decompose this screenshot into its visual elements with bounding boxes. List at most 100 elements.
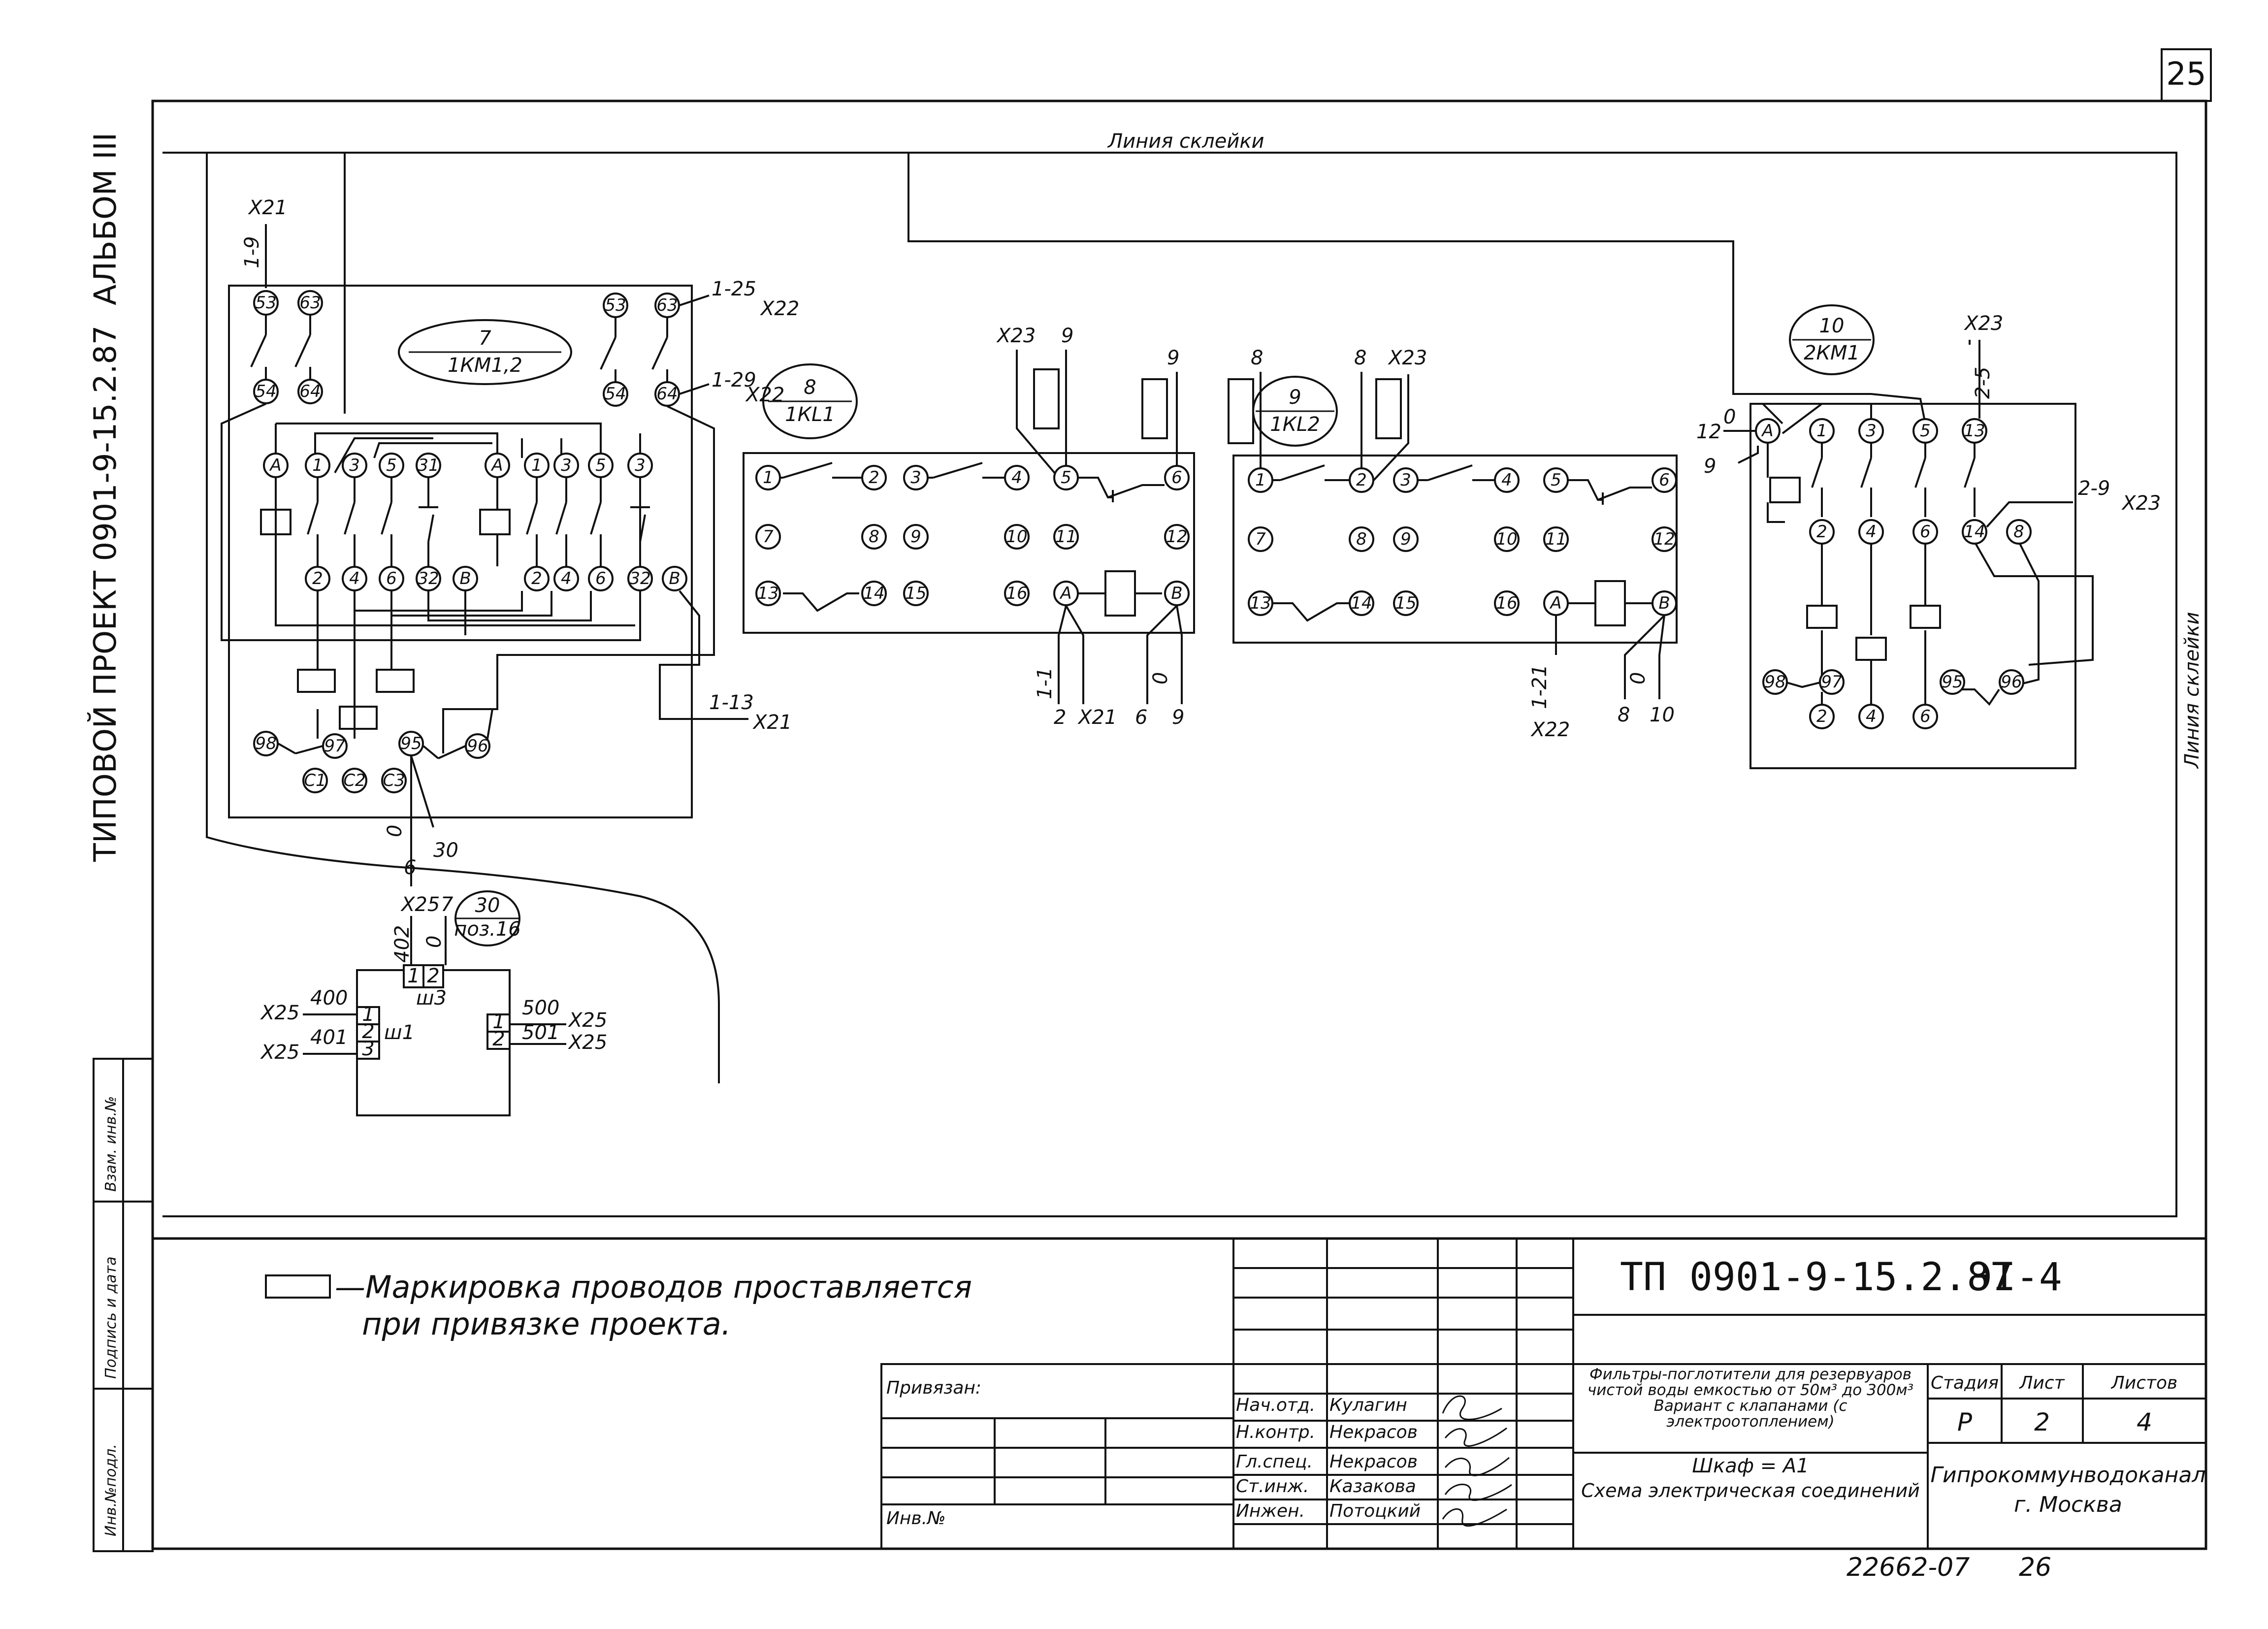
socket-wire-500: 500: [522, 997, 559, 1019]
svg-text:53: 53: [605, 295, 626, 315]
name-4: Потоцкий: [1329, 1501, 1421, 1521]
stamp-inv-original: Инв.№подл.: [102, 1444, 120, 1536]
doc-number: ТП 0901-9-15.2.87: [1620, 1255, 2013, 1300]
svg-text:4: 4: [1501, 470, 1512, 490]
margin-album: АЛЬБОМ III: [87, 132, 123, 305]
title-block: ТП 0901-9-15.2.87 ЭI-4 Фильтры-поглотите…: [880, 1238, 2207, 1582]
svg-text:1: 1: [763, 468, 774, 488]
description-box: Фильтры-поглотители для резервуаров чист…: [1587, 1367, 1914, 1431]
svg-text:2: 2: [531, 569, 542, 588]
device-10-number: 10: [1819, 315, 1845, 337]
svg-text:А: А: [1059, 584, 1071, 603]
out-wire-0: 0: [384, 825, 406, 837]
svg-text:3: 3: [561, 456, 572, 475]
svg-text:3: 3: [1400, 470, 1411, 490]
svg-text:4: 4: [1866, 522, 1877, 542]
svg-text:64: 64: [656, 384, 678, 404]
stamp-replaced-inv: Взам. инв.№: [102, 1096, 120, 1192]
svg-text:5: 5: [386, 456, 397, 475]
city: г. Москва: [2014, 1492, 2122, 1517]
relay2-wire-8: 8: [1618, 704, 1630, 726]
relay2-wire-1-21: 1-21: [1528, 664, 1551, 709]
svg-text:12: 12: [1653, 529, 1675, 549]
drawing-description: Фильтры-поглотители для резервуаров чист…: [1587, 1367, 1914, 1431]
svg-text:3: 3: [349, 456, 360, 475]
svg-text:С3: С3: [383, 771, 405, 790]
svg-text:7: 7: [763, 527, 774, 547]
svg-text:64: 64: [299, 382, 321, 401]
svg-text:13: 13: [757, 584, 778, 603]
svg-text:6: 6: [386, 569, 397, 588]
left-block-bottom: 98 97 95 96 С1 С2 С3: [253, 731, 490, 793]
name-2: Некрасов: [1329, 1452, 1418, 1472]
svg-text:14: 14: [1351, 593, 1372, 613]
device-8-number: 8: [804, 376, 816, 399]
svg-text:3: 3: [635, 456, 646, 475]
svg-text:54: 54: [605, 384, 626, 404]
glue-line-top: Линия склейки: [1107, 130, 1264, 153]
svg-text:31: 31: [418, 456, 439, 475]
relay-1kl1: 8 1КL1 Х23 9 9 1 2 3 4 5: [743, 325, 1195, 729]
svg-text:4: 4: [1866, 707, 1877, 726]
socket-right-term-1: 1: [492, 1010, 505, 1033]
svg-text:10: 10: [1496, 529, 1517, 549]
svg-text:63: 63: [299, 293, 321, 313]
x21-top-label: Х21: [248, 196, 287, 219]
glue-line-right: Линия склейки: [2181, 612, 2203, 769]
svg-text:5: 5: [1551, 470, 1561, 490]
svg-text:15: 15: [1395, 593, 1416, 613]
svg-text:15: 15: [905, 584, 926, 603]
svg-text:96: 96: [2001, 672, 2022, 692]
contactor-wire-2-9: 2-9: [2078, 477, 2110, 500]
device-30-label: поз.16: [454, 918, 521, 941]
socket-wire-400: 400: [310, 987, 348, 1010]
svg-text:97: 97: [324, 736, 346, 756]
relay2-wire-0: 0: [1627, 672, 1650, 684]
device-9-label: 1КL2: [1270, 413, 1320, 436]
svg-text:6: 6: [595, 569, 606, 588]
svg-text:53: 53: [255, 293, 276, 313]
order-sheet: 26: [2019, 1553, 2051, 1582]
drawing-type: Схема электрическая соединений: [1581, 1480, 1920, 1501]
out-wire-30: 30: [433, 839, 458, 862]
relay1-wire-9: 9: [1172, 706, 1184, 729]
sheet-value: 2: [2034, 1408, 2050, 1436]
relay2-top8b: 8: [1354, 347, 1366, 369]
svg-text:6: 6: [1659, 470, 1670, 490]
svg-text:9: 9: [1400, 529, 1411, 549]
socket-left-x25-a: Х25: [260, 1002, 299, 1024]
svg-text:А: А: [269, 456, 281, 475]
svg-text:12: 12: [1166, 527, 1187, 547]
svg-text:9: 9: [910, 527, 921, 547]
relay1-top9b: 9: [1167, 347, 1179, 369]
svg-text:32: 32: [418, 569, 439, 588]
device-9-number: 9: [1289, 386, 1301, 409]
name-3: Казакова: [1329, 1476, 1416, 1497]
page-number-box: 25: [2161, 48, 2212, 102]
order-number: 22662-07: [1847, 1553, 1970, 1582]
svg-text:5: 5: [1061, 468, 1071, 488]
left-block-row2: 2 4 6 32 В 2 4 6 32 В: [305, 566, 687, 591]
svg-text:6: 6: [1920, 707, 1931, 726]
socket-top-term-2: 2: [427, 965, 439, 987]
relay1-top9a: 9: [1061, 325, 1073, 347]
margin-project-title: ТИПОВОЙ ПРОЕКТ 0901-9-15.2.87: [87, 326, 123, 862]
x22-mid-wire: 1-29: [712, 369, 756, 391]
svg-text:6: 6: [1920, 522, 1931, 542]
socket-right-x25-b: Х25: [568, 1031, 607, 1054]
socket-top-term-1: 1: [407, 965, 420, 987]
boundary-lines: [162, 152, 2177, 1217]
svg-text:2: 2: [1816, 707, 1827, 726]
svg-text:3: 3: [1866, 421, 1877, 441]
contactor-wire-2-5: 2-5: [1972, 367, 1994, 399]
svg-text:54: 54: [255, 382, 276, 401]
x21-wire-label: 1-9: [241, 236, 263, 268]
left-block-row1: А 1 3 5 31 А 1 3 5 3: [263, 453, 653, 478]
svg-text:С2: С2: [343, 771, 365, 790]
svg-text:16: 16: [1006, 584, 1027, 603]
name-1: Некрасов: [1329, 1422, 1418, 1442]
svg-text:А: А: [490, 456, 503, 475]
bound-label: Привязан:: [886, 1378, 981, 1398]
socket-wire-7: 7: [441, 893, 454, 916]
relay1-wire-1-1: 1-1: [1034, 667, 1056, 699]
